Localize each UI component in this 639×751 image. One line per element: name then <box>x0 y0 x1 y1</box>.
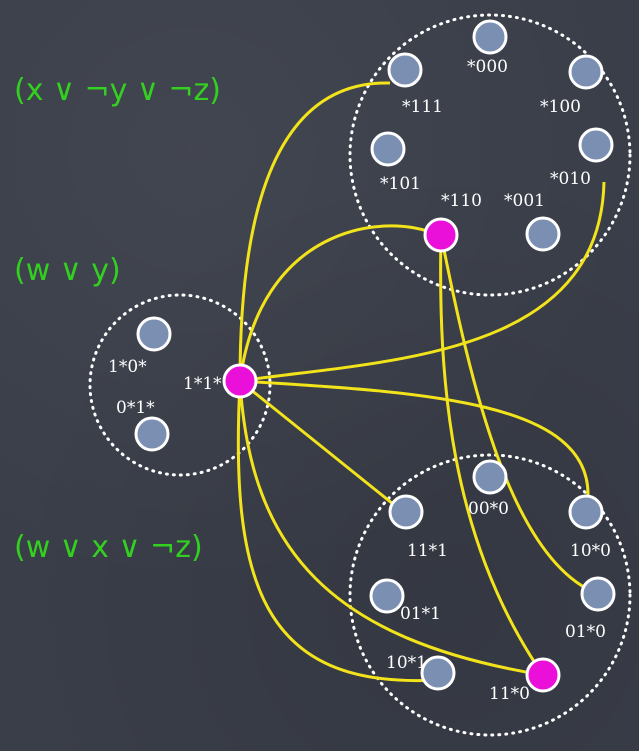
node-label-11x1: 11*1 <box>407 541 448 561</box>
node-label-10x0: 10*0 <box>570 541 611 561</box>
node-001[interactable] <box>525 216 561 252</box>
edge-1x1x-to-10x1 <box>236 380 439 683</box>
node-label-1x1x: 1*1* <box>183 374 222 394</box>
edge-1x1x-to-11x0 <box>238 380 544 677</box>
node-010[interactable] <box>578 127 614 163</box>
node-label-100: *100 <box>540 97 581 117</box>
node-10x1[interactable] <box>420 655 456 691</box>
node-label-0x1x: 0*1* <box>116 398 155 418</box>
node-000[interactable] <box>472 19 508 55</box>
bottom-group-nodes: 00*0 11*1 10*0 01*1 01*0 10*1 11*0 <box>369 459 616 704</box>
edge-1x1x-to-10x0 <box>239 379 590 497</box>
edge-110-to-11x0 <box>439 234 545 676</box>
node-00x0[interactable] <box>472 459 508 495</box>
node-label-10x1: 10*1 <box>386 653 427 673</box>
edges <box>236 81 606 683</box>
node-label-001: *001 <box>504 191 545 211</box>
node-0x1x[interactable] <box>134 416 170 452</box>
node-10x0[interactable] <box>568 494 604 530</box>
node-label-110: *110 <box>441 191 482 211</box>
middle-group-nodes: 1*0* 0*1* 1*1* <box>108 316 258 452</box>
clause-group-bottom <box>348 453 632 737</box>
node-label-11x0: 11*0 <box>489 684 530 704</box>
edge-1x1x-to-11x1 <box>239 379 404 514</box>
node-label-101: *101 <box>380 174 421 194</box>
node-110-selected[interactable] <box>423 217 459 253</box>
edge-110-to-1x1x <box>238 224 439 382</box>
top-group-nodes: *000 *111 *100 *101 *010 *110 *001 <box>370 19 614 253</box>
node-01x0[interactable] <box>580 576 616 612</box>
node-label-00x0: 00*0 <box>468 499 509 519</box>
node-label-1x0x: 1*0* <box>108 357 147 377</box>
node-label-01x0: 01*0 <box>565 622 606 642</box>
node-11x0-selected[interactable] <box>525 657 561 693</box>
node-111[interactable] <box>387 52 423 88</box>
node-label-010: *010 <box>550 169 591 189</box>
clause-label-3: (w ∨ x ∨ ¬z) <box>14 530 203 565</box>
node-01x1[interactable] <box>369 578 405 614</box>
clause-group-top <box>348 13 632 297</box>
node-100[interactable] <box>568 54 604 90</box>
clause-label-2: (w ∨ y) <box>14 253 121 288</box>
edge-111-to-1x1x <box>238 81 391 382</box>
clause-label-1: (x ∨ ¬y ∨ ¬z) <box>14 73 221 108</box>
clause-group-middle <box>88 293 272 477</box>
node-11x1[interactable] <box>388 494 424 530</box>
node-1x1x-selected[interactable] <box>222 363 258 399</box>
node-1x0x[interactable] <box>136 316 172 352</box>
edge-010-to-1x1x <box>239 181 606 383</box>
node-label-111: *111 <box>402 97 443 117</box>
edge-110-to-01x0 <box>439 234 599 596</box>
node-label-01x1: 01*1 <box>400 604 441 624</box>
node-101[interactable] <box>370 131 406 167</box>
node-label-000: *000 <box>467 57 508 77</box>
